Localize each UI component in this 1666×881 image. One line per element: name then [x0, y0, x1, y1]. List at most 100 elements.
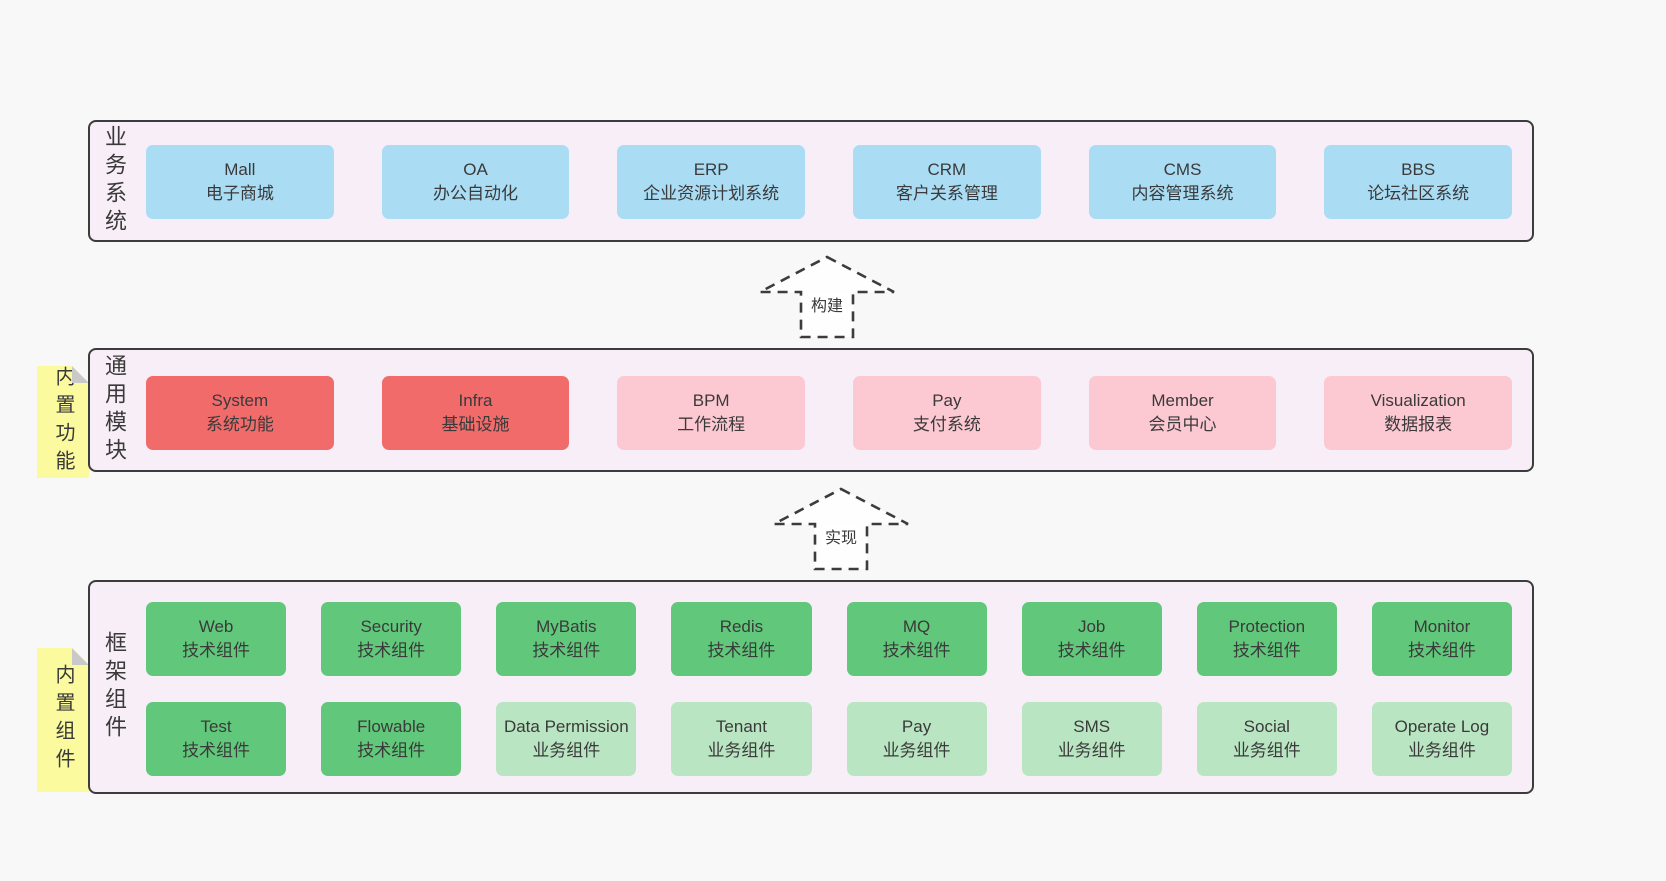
- node-title: CRM: [927, 160, 967, 180]
- node-subtitle: 业务组件: [1232, 741, 1301, 760]
- node-title: BBS: [1401, 160, 1436, 180]
- node-title: Monitor: [1413, 617, 1471, 637]
- node-title: Social: [1243, 717, 1290, 737]
- node-subtitle: 办公自动化: [433, 184, 518, 203]
- node-title: Data Permission: [503, 717, 629, 737]
- node-subtitle: 业务组件: [532, 741, 601, 760]
- node-title: Web: [198, 617, 234, 637]
- node-subtitle: 基础设施: [441, 415, 510, 434]
- node-title: Visualization: [1370, 391, 1466, 411]
- node-title: Pay: [901, 717, 932, 737]
- node-bpm: BPM 工作流程: [617, 376, 806, 450]
- node-member: Member 会员中心: [1088, 376, 1277, 450]
- dashed-up-arrow-implement: 实现: [771, 486, 911, 572]
- node-subtitle: 业务组件: [1407, 741, 1476, 760]
- node-subtitle: 内容管理系统: [1131, 184, 1234, 203]
- node-title: Infra: [458, 391, 493, 411]
- node-title: MyBatis: [536, 617, 597, 637]
- node-row: Mall 电子商城 OA 办公自动化 ERP 企业资源计划系统 CRM 客户关系…: [146, 145, 1513, 219]
- node-bbs: BBS 论坛社区系统: [1324, 145, 1513, 219]
- node-title: Protection: [1228, 617, 1306, 637]
- node-subtitle: 业务组件: [882, 741, 951, 760]
- node-pay: Pay 支付系统: [853, 376, 1041, 450]
- node-title: Member: [1151, 391, 1214, 411]
- node-sms: SMS 业务组件: [1021, 702, 1162, 776]
- node-title: ERP: [693, 160, 729, 180]
- node-tenant: Tenant 业务组件: [671, 702, 812, 776]
- node-system: System 系统功能: [146, 376, 334, 450]
- node-subtitle: 技术组件: [1407, 641, 1476, 660]
- node-oa: OA 办公自动化: [381, 145, 570, 219]
- node-social: Social 业务组件: [1196, 702, 1337, 776]
- layer-label: 业务系统: [102, 125, 127, 237]
- layer-business-systems: 业务系统 Mall 电子商城 OA 办公自动化 ERP 企业资源计划系统 CRM…: [88, 120, 1534, 242]
- node-title: Mall: [224, 160, 256, 180]
- node-title: Security: [360, 617, 422, 637]
- node-title: SMS: [1073, 717, 1111, 737]
- layer-framework-components: 框架组件 Web 技术组件 Security 技术组件 MyBatis 技术组件…: [88, 580, 1534, 794]
- node-security: Security 技术组件: [321, 602, 462, 676]
- node-title: System: [211, 391, 269, 411]
- node-title: Operate Log: [1394, 717, 1490, 737]
- node-title: Test: [200, 717, 232, 737]
- node-row: System 系统功能 Infra 基础设施 BPM 工作流程 Pay 支付系统…: [146, 376, 1513, 450]
- folded-corner-icon: [72, 366, 89, 383]
- layer-label: 框架组件: [102, 631, 127, 743]
- node-row: Web 技术组件 Security 技术组件 MyBatis 技术组件 Redi…: [146, 602, 1512, 676]
- node-title: Tenant: [715, 717, 767, 737]
- arrow-label: 构建: [807, 292, 847, 316]
- node-subtitle: 技术组件: [532, 641, 601, 660]
- node-visualization: Visualization 数据报表: [1324, 376, 1513, 450]
- node-title: CMS: [1163, 160, 1202, 180]
- node-row: Test 技术组件 Flowable 技术组件 Data Permission …: [146, 702, 1512, 776]
- sticky-note-text: 内置组件: [52, 664, 74, 776]
- node-subtitle: 技术组件: [357, 741, 426, 760]
- node-subtitle: 论坛社区系统: [1367, 184, 1470, 203]
- node-title: OA: [463, 160, 488, 180]
- node-monitor: Monitor 技术组件: [1371, 602, 1512, 676]
- node-title: BPM: [692, 391, 730, 411]
- node-title: Redis: [719, 617, 764, 637]
- node-cms: CMS 内容管理系统: [1088, 145, 1277, 219]
- node-mq: MQ 技术组件: [846, 602, 987, 676]
- node-crm: CRM 客户关系管理: [853, 145, 1041, 219]
- node-subtitle: 企业资源计划系统: [643, 184, 780, 203]
- node-mybatis: MyBatis 技术组件: [496, 602, 637, 676]
- node-redis: Redis 技术组件: [671, 602, 812, 676]
- node-title: Job: [1077, 617, 1106, 637]
- node-subtitle: 技术组件: [182, 741, 251, 760]
- node-subtitle: 技术组件: [182, 641, 251, 660]
- node-subtitle: 技术组件: [707, 641, 776, 660]
- dashed-up-arrow-build: 构建: [757, 254, 897, 340]
- node-subtitle: 业务组件: [707, 741, 776, 760]
- node-subtitle: 支付系统: [912, 415, 981, 434]
- layer-common-modules: 通用模块 System 系统功能 Infra 基础设施 BPM 工作流程 Pay…: [88, 348, 1534, 472]
- node-job: Job 技术组件: [1021, 602, 1162, 676]
- node-protection: Protection 技术组件: [1196, 602, 1337, 676]
- node-infra: Infra 基础设施: [381, 376, 570, 450]
- arrow-label: 实现: [821, 524, 861, 548]
- node-title: MQ: [902, 617, 931, 637]
- sticky-note-built-in-components: 内置组件: [37, 648, 89, 792]
- node-subtitle: 技术组件: [1057, 641, 1126, 660]
- node-subtitle: 业务组件: [1057, 741, 1126, 760]
- node-erp: ERP 企业资源计划系统: [617, 145, 806, 219]
- node-data-permission: Data Permission 业务组件: [496, 702, 637, 776]
- node-subtitle: 工作流程: [677, 415, 746, 434]
- node-subtitle: 技术组件: [357, 641, 426, 660]
- node-operate-log: Operate Log 业务组件: [1371, 702, 1512, 776]
- folded-corner-icon: [72, 648, 89, 665]
- node-subtitle: 数据报表: [1384, 415, 1453, 434]
- node-test: Test 技术组件: [146, 702, 287, 776]
- sticky-note-built-in-features: 内置功能: [37, 366, 89, 478]
- node-title: Pay: [932, 391, 962, 411]
- node-pay-component: Pay 业务组件: [846, 702, 987, 776]
- node-flowable: Flowable 技术组件: [321, 702, 462, 776]
- node-subtitle: 技术组件: [1232, 641, 1301, 660]
- node-subtitle: 系统功能: [205, 415, 274, 434]
- node-subtitle: 会员中心: [1148, 415, 1217, 434]
- node-title: Flowable: [357, 717, 426, 737]
- node-mall: Mall 电子商城: [146, 145, 334, 219]
- node-web: Web 技术组件: [146, 602, 287, 676]
